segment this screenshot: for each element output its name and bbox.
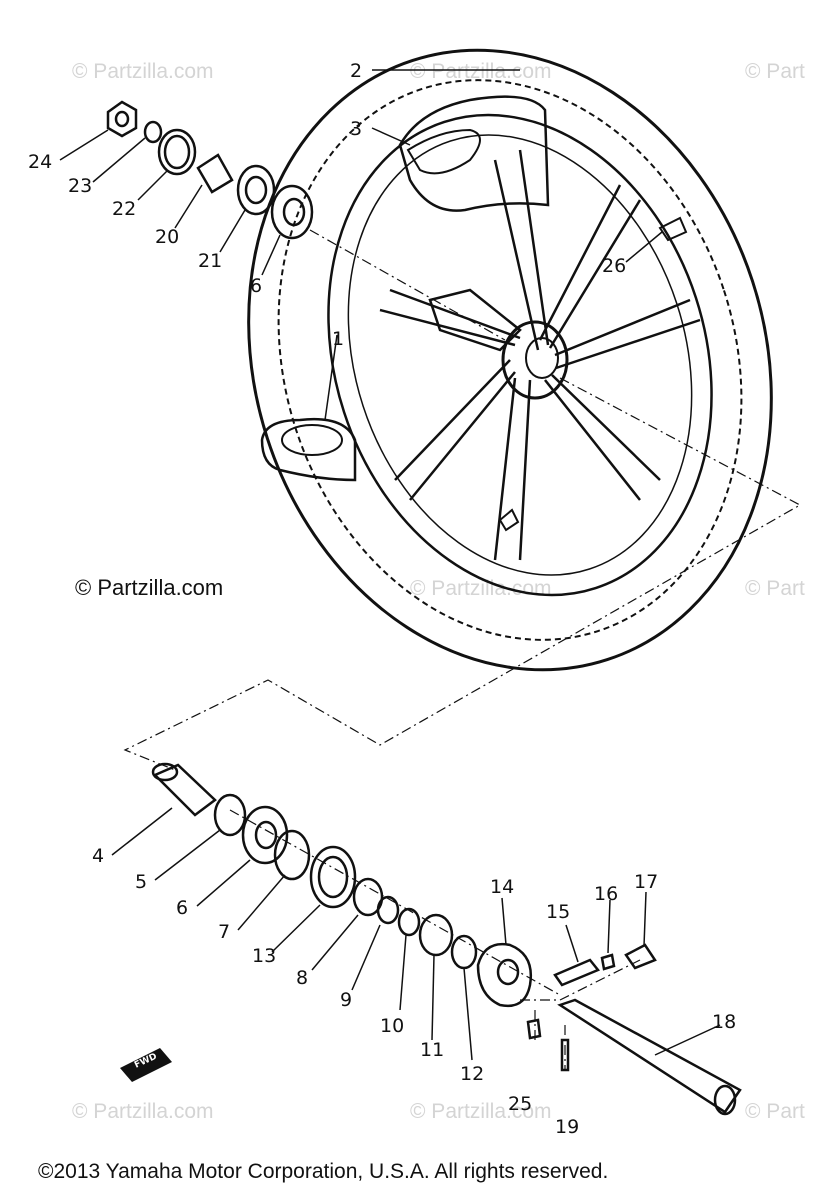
callout-6-bottom: 6 [176,897,188,919]
wheel-hub [501,320,569,400]
leader-lines [59,69,721,1061]
watermark-top-left: © Partzilla.com [72,60,214,83]
bearing-21 [236,164,276,216]
callout-9: 9 [340,989,352,1011]
callout-26: 26 [602,255,626,277]
tube-section-top [398,95,550,212]
partzilla-watermark: © Partzilla.com [75,575,224,600]
washer-small [143,120,163,144]
callout-1: 1 [332,328,344,350]
watermark-top-right: © Part [745,60,805,83]
callout-15: 15 [546,901,570,923]
drive-shaft-15 [553,958,601,987]
wheel-assembly [247,48,773,672]
washer-10 [397,907,421,937]
gear-housing-14 [476,942,533,1008]
hub-bore [525,337,559,379]
callout-11: 11 [420,1039,444,1061]
upper-small-parts [106,100,314,240]
callouts: 2 3 1 24 23 22 20 21 6 26 4 5 6 7 13 8 9… [28,60,736,1138]
callout-19: 19 [555,1116,579,1138]
pin-19 [560,1038,570,1072]
callout-2: 2 [350,60,362,82]
watermark-mid-right: © Part [745,577,805,600]
tire-outer [247,48,773,672]
front-axle [557,998,742,1114]
ring-13 [309,845,357,909]
washer-9 [376,895,400,925]
plug-17 [624,943,657,970]
callout-7: 7 [218,921,230,943]
spacer-collar [196,153,234,194]
washer-8 [352,877,384,917]
tire-section-bottom-inner [281,424,343,456]
rim-outer [327,113,713,597]
callout-21: 21 [198,250,222,272]
callout-23: 23 [68,175,92,197]
bearing-6 [241,805,289,865]
callout-22: 22 [112,198,136,220]
callout-8: 8 [296,967,308,989]
axis-lines [123,229,802,1070]
tire-section-bottom [260,418,357,482]
callout-16: 16 [594,883,618,905]
callout-18: 18 [712,1011,736,1033]
watermark-top-center: © Partzilla.com [410,60,552,83]
watermark-bottom-left: © Partzilla.com [72,1100,214,1123]
watermark-mid-center: © Partzilla.com [410,577,552,600]
tube-section-top-inner [406,128,481,175]
pin-25 [526,1018,542,1040]
lower-hub-parts [151,762,742,1116]
callout-20: 20 [155,226,179,248]
bearing-6-top [270,184,314,240]
watermark-bottom-center: © Partzilla.com [410,1100,552,1123]
callout-14: 14 [490,876,514,898]
hub-boss [428,288,522,352]
gear-11 [418,913,454,957]
tire-valve [658,216,688,242]
callout-10: 10 [380,1015,404,1037]
callout-12: 12 [460,1063,484,1085]
seal-7 [273,829,311,881]
callout-24: 24 [28,151,52,173]
axle-nut [106,100,138,138]
callout-17: 17 [634,871,658,893]
watermark-bottom-right: © Part [745,1100,805,1123]
fwd-arrow-mark: FWD [120,1048,172,1082]
callout-5: 5 [135,871,147,893]
collar-ring [157,128,197,176]
copyright-footer: ©2013 Yamaha Motor Corporation, U.S.A. A… [38,1160,609,1183]
callout-13: 13 [252,945,276,967]
callout-4: 4 [92,845,104,867]
wheel-spokes [379,149,701,561]
callout-6-top: 6 [250,275,262,297]
tire-tread [277,79,743,641]
callout-25: 25 [508,1093,532,1115]
rim-lug [498,508,520,532]
callout-3: 3 [350,118,362,140]
bearing-5 [213,793,247,837]
hub-spacer [152,763,217,817]
clip-16 [600,953,616,971]
